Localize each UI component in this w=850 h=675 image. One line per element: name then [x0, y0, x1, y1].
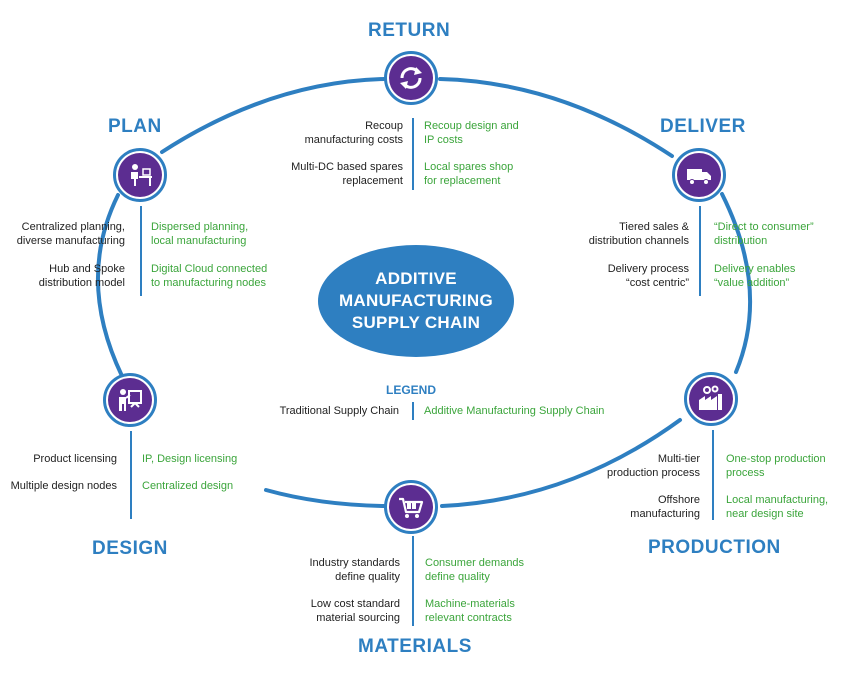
stage-title-production: PRODUCTION — [648, 537, 781, 558]
center-title-line2: MANUFACTURING — [338, 291, 494, 310]
design-traditional-2: Multiple design nodes — [10, 480, 117, 492]
plan-node — [113, 148, 167, 202]
design-additive-2: Centralized design — [142, 480, 234, 492]
ring-arc-top-right — [438, 77, 674, 158]
deliver-additive-1: “Direct to consumer”distribution — [714, 221, 814, 247]
stage-title-deliver: DELIVER — [660, 116, 746, 137]
shopping-cart-icon — [399, 497, 424, 518]
design-additive-1: IP, Design licensing — [142, 453, 238, 465]
production-node — [684, 372, 738, 426]
center-title-ellipse: ADDITIVE MANUFACTURING SUPPLY CHAIN — [318, 245, 514, 357]
legend-title: LEGEND — [386, 383, 437, 397]
legend-additive: Additive Manufacturing Supply Chain — [424, 405, 605, 417]
ring-arc-right — [720, 192, 753, 374]
deliver-traditional-2: Delivery process“cost centric” — [607, 263, 689, 289]
design-node — [103, 373, 157, 427]
return-node — [384, 51, 438, 105]
plan-additive-1: Dispersed planning,local manufacturing — [151, 221, 249, 247]
ring-arc-bottom-right — [440, 418, 682, 508]
recycle-arrows-icon — [400, 67, 422, 89]
deliver-additive-2: Delivery enables“value addition” — [714, 263, 796, 289]
person-at-desk-icon — [131, 164, 152, 186]
deliver-node — [672, 148, 726, 202]
materials-node — [384, 480, 438, 534]
ring-arc-left — [96, 193, 124, 378]
plan-traditional-1: Centralized planning,diverse manufacturi… — [16, 221, 125, 247]
stage-title-plan: PLAN — [108, 116, 162, 137]
legend-divider — [412, 402, 414, 420]
center-title-line3: SUPPLY CHAIN — [351, 313, 481, 332]
stage-title-return: RETURN — [368, 20, 451, 41]
deliver-divider — [699, 206, 701, 296]
production-divider — [712, 430, 714, 520]
design-divider — [130, 431, 132, 519]
center-title-line1: ADDITIVE — [375, 269, 457, 288]
stage-title-design: DESIGN — [92, 538, 168, 559]
factory-gears-icon — [699, 385, 722, 410]
presenter-board-icon — [119, 389, 142, 411]
plan-divider — [140, 206, 142, 296]
deliver-traditional-1: Tiered sales &distribution channels — [588, 221, 689, 247]
ring-arc-top — [160, 77, 386, 154]
materials-divider — [412, 536, 414, 626]
return-divider — [412, 118, 414, 190]
stage-title-materials: MATERIALS — [358, 636, 472, 657]
design-traditional-1: Product licensing — [33, 453, 117, 465]
production-additive-2: Local manufacturing,near design site — [726, 494, 829, 520]
legend-traditional: Traditional Supply Chain — [279, 405, 399, 417]
ring-arc-bottom-left — [264, 488, 386, 508]
delivery-truck-icon — [687, 169, 711, 185]
